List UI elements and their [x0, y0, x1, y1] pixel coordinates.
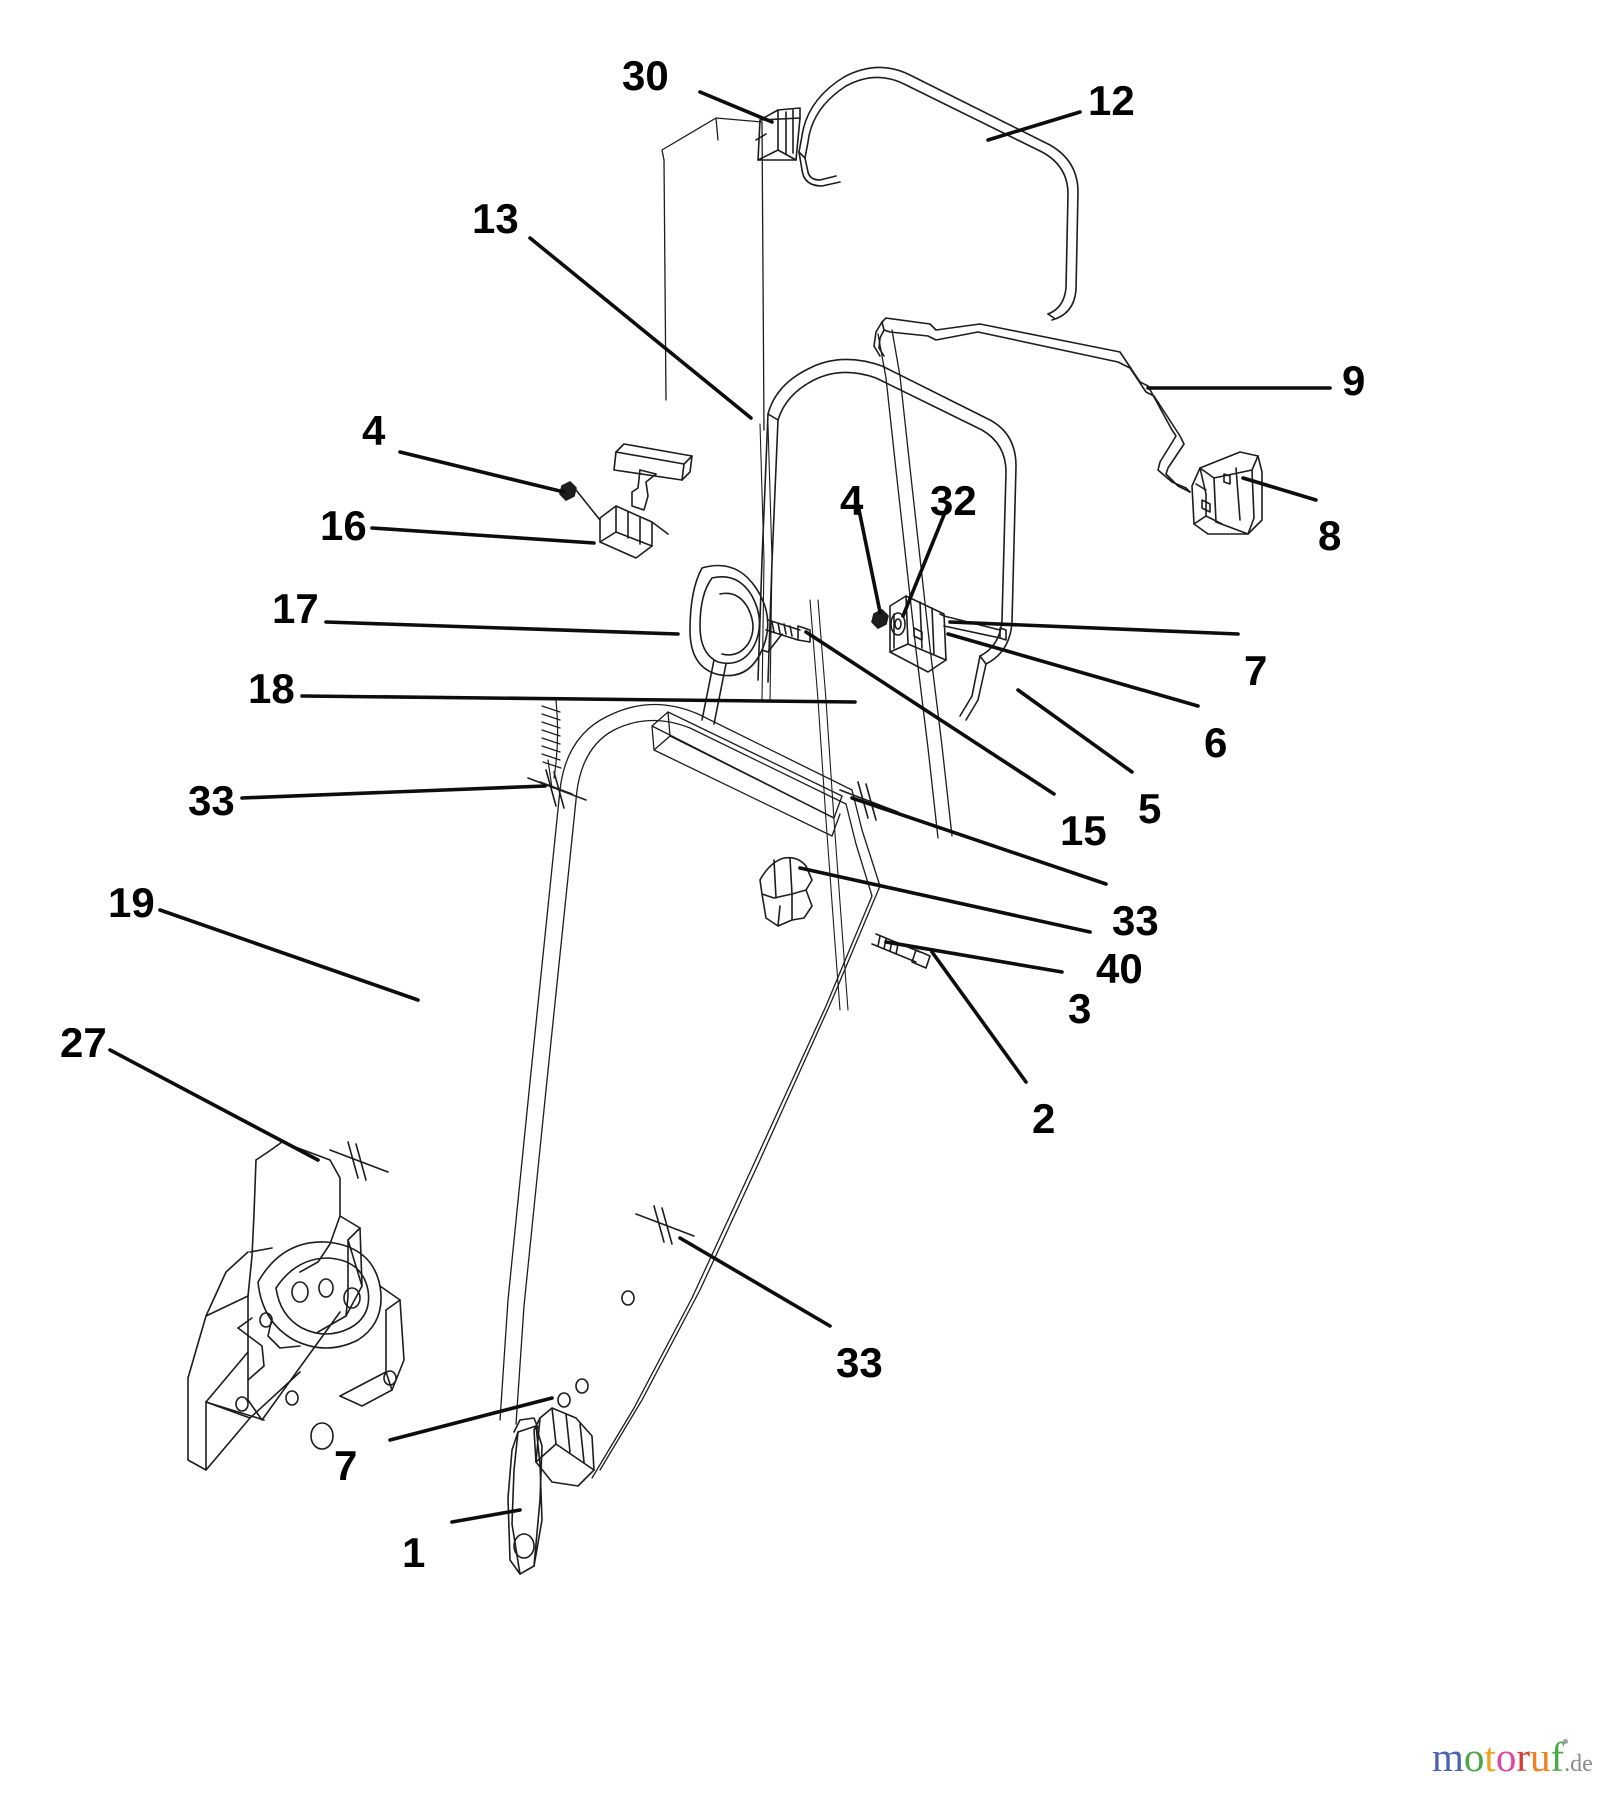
callout-1: 1	[402, 1529, 426, 1576]
wm-letter-o2: o	[1495, 1734, 1517, 1780]
callout-4-upper-left: 4	[362, 407, 386, 454]
callout-33-upper-left: 33	[188, 777, 235, 824]
wm-letter-r: r	[1516, 1734, 1530, 1780]
callout-15: 15	[1060, 807, 1107, 854]
callout-9: 9	[1342, 357, 1366, 404]
part-13-upper-handle	[661, 117, 765, 431]
part-1-pin	[507, 1417, 543, 1575]
callout-13: 13	[472, 195, 519, 242]
part-4-nut-right	[871, 609, 889, 629]
handle-pivot-holes	[557, 1290, 635, 1408]
cable-spring	[541, 699, 562, 789]
callout-8: 8	[1318, 512, 1342, 559]
callout-18: 18	[248, 665, 295, 712]
part-30-clip	[755, 107, 801, 161]
starter-cable	[759, 423, 773, 703]
callout-4-center: 4	[840, 477, 864, 524]
part-33-clip-upper	[527, 769, 587, 809]
wm-dot-accent	[1563, 1739, 1568, 1744]
callout-27: 27	[60, 1019, 107, 1066]
part-33-clip-lower-right	[635, 1205, 695, 1245]
callout-2: 2	[1032, 1095, 1056, 1142]
callout-16: 16	[320, 502, 367, 549]
callout-33-right: 33	[1112, 897, 1159, 944]
wm-letter-f: f	[1550, 1734, 1565, 1780]
part-40-knob	[759, 856, 813, 927]
part-33-clip-lower-left	[329, 1141, 389, 1181]
part-4-nut-left	[559, 481, 601, 521]
callout-32: 32	[930, 477, 977, 524]
callout-33-lower: 33	[836, 1339, 883, 1386]
wm-letter-m: m	[1432, 1734, 1464, 1780]
callout-40: 40	[1096, 945, 1143, 992]
callout-6: 6	[1204, 719, 1228, 766]
callout-3: 3	[1068, 985, 1092, 1032]
handle-tube-right	[877, 329, 953, 839]
part-7-clamp-bracket	[889, 595, 947, 673]
callout-19: 19	[108, 879, 155, 926]
callout-5: 5	[1138, 785, 1162, 832]
wm-letter-u: u	[1529, 1734, 1551, 1780]
part-8-connector-block	[1191, 451, 1263, 535]
callout-17: 17	[272, 585, 319, 632]
motoruf-watermark: motoruf.de	[1432, 1737, 1593, 1785]
lower-handle-right-leg	[591, 885, 881, 1479]
part-27-bracket-assembly	[187, 1141, 405, 1471]
callout-12: 12	[1088, 77, 1135, 124]
part-15-cable	[809, 599, 849, 1011]
callout-7-lower: 7	[334, 1442, 358, 1489]
part-17-adjust-knob	[689, 564, 783, 725]
part-32-washer	[890, 612, 906, 636]
wm-letter-o1: o	[1463, 1734, 1485, 1780]
callout-30: 30	[622, 52, 669, 99]
part-18-19-lower-handle	[499, 703, 881, 1425]
part-16-spacer	[599, 505, 669, 559]
wm-letter-t: t	[1484, 1734, 1496, 1780]
wm-suffix: .de	[1564, 1751, 1593, 1777]
part-12-brake-bail	[798, 66, 1079, 321]
callout-7-upper: 7	[1244, 647, 1268, 694]
part-knob-t-handle	[613, 443, 693, 511]
